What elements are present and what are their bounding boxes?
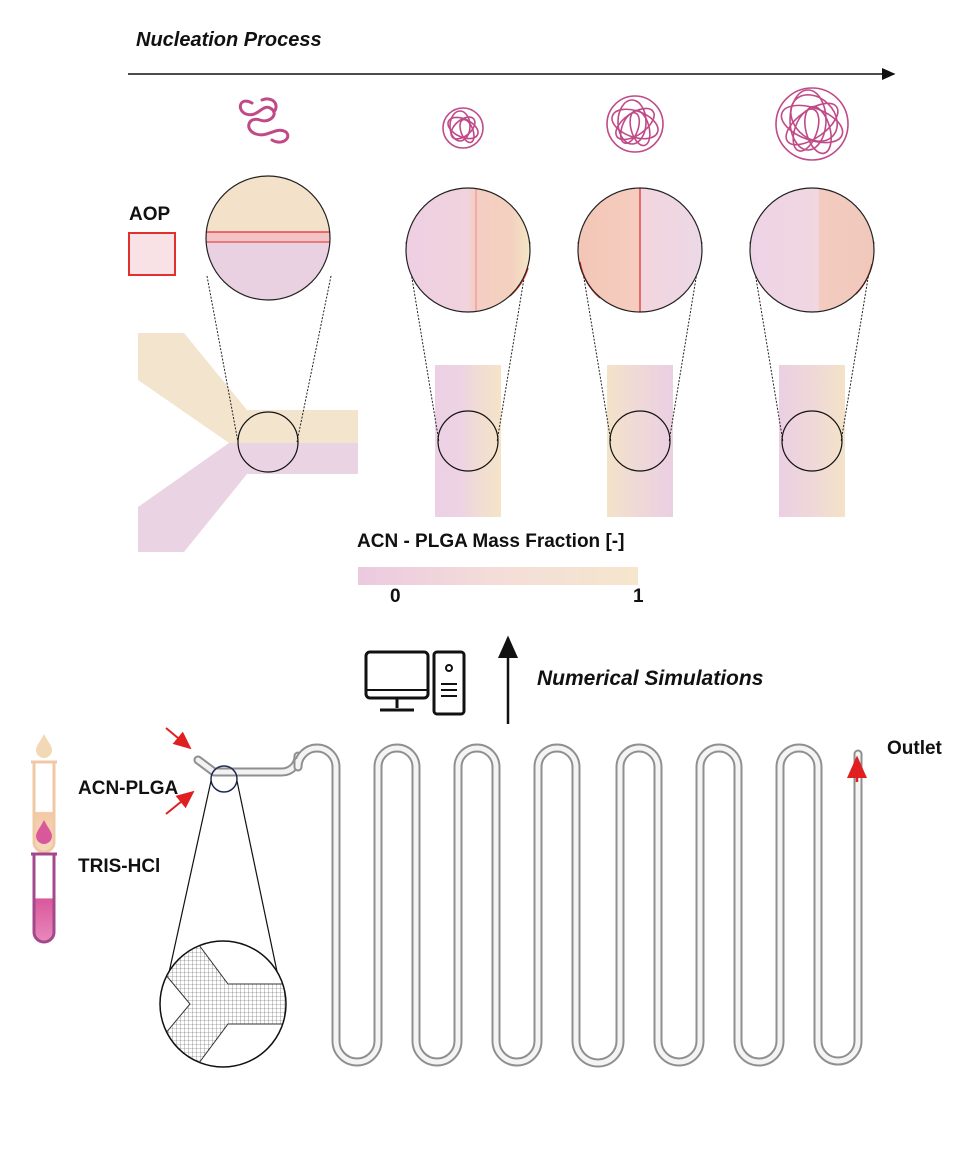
- tris-test-tube-icon: [31, 852, 57, 944]
- zoom-line: [496, 241, 531, 443]
- colorbar-title: ACN - PLGA Mass Fraction [-]: [357, 531, 625, 552]
- channel-section-1: [435, 365, 501, 517]
- outlet-label: Outlet: [887, 738, 942, 759]
- channel-section-2: [607, 365, 673, 517]
- zoom-line: [749, 241, 784, 443]
- zoom-line: [296, 275, 332, 443]
- zoom-circle: [781, 410, 843, 472]
- zoom-line: [577, 241, 612, 443]
- polymer-globule-large-icon: [775, 87, 849, 161]
- zoom-line: [668, 241, 703, 443]
- simulation-label: Numerical Simulations: [537, 667, 764, 690]
- acn-droplet-icon: [36, 734, 52, 758]
- zoom-line: [405, 241, 440, 443]
- tris-inlet-label: TRIS-HCl: [78, 856, 161, 877]
- t-junction-channel: [138, 333, 358, 552]
- zoom-line: [162, 780, 212, 1001]
- channel-section-3: [779, 365, 845, 517]
- junction-zoom-circle: [210, 765, 238, 793]
- zoom-line: [206, 275, 239, 443]
- zoom-circle: [437, 410, 499, 472]
- magnified-view-1: [405, 187, 531, 313]
- acn-inlet-label: ACN-PLGA: [78, 778, 179, 799]
- aop-legend-box: [128, 232, 176, 276]
- process-title: Nucleation Process: [136, 29, 322, 51]
- tris-inlet-arrow: [165, 790, 195, 815]
- magnified-view-3: [749, 187, 875, 313]
- acn-inlet-arrow: [165, 727, 192, 750]
- magnified-view-junction: [205, 175, 331, 301]
- aop-label: AOP: [129, 204, 171, 225]
- polymer-chain-icon: [238, 97, 290, 144]
- magnified-view-2: [577, 187, 703, 313]
- computer-icon: [364, 650, 466, 716]
- zoom-line: [840, 241, 875, 443]
- serpentine-micromixer: [193, 743, 863, 1068]
- polymer-globule-small-icon: [442, 107, 484, 149]
- zoom-circle: [237, 411, 299, 473]
- zoom-line: [236, 780, 284, 1001]
- colorbar: [358, 567, 638, 585]
- zoom-circle: [609, 410, 671, 472]
- polymer-globule-medium-icon: [606, 95, 664, 153]
- colorbar-min-label: 0: [390, 586, 401, 607]
- colorbar-max-label: 1: [633, 586, 644, 607]
- mesh-zoom-view: [159, 940, 287, 1068]
- tris-droplet-icon: [36, 820, 52, 844]
